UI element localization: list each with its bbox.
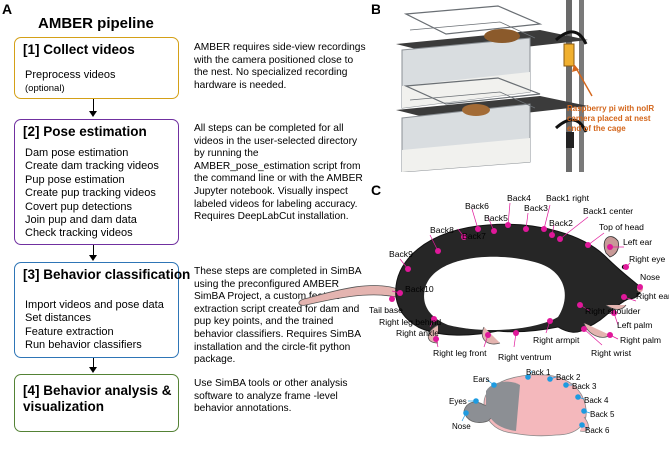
keypoint-label-back3: Back3: [524, 203, 548, 213]
keypoint-dot: [637, 284, 643, 290]
step-3-item: Feature extraction: [25, 325, 114, 338]
camera-arm: [554, 118, 588, 133]
pup-label-back-5: Back 5: [590, 410, 615, 419]
step-2-item: Pup pose estimation: [25, 173, 125, 186]
keypoint-label-right-palm: Right palm: [620, 335, 662, 345]
pup-label-back-4: Back 4: [584, 396, 609, 405]
keypoint-label-right-wrist: Right wrist: [591, 348, 632, 358]
step-3-item: Set distances: [25, 312, 92, 325]
arrow-1-head: [89, 111, 97, 117]
keypoint-label-nose: Nose: [640, 272, 661, 282]
rat-keypoint-diagram: [298, 202, 643, 437]
arrow-2-head: [89, 255, 97, 261]
keypoint-label-right-shoulder: Right shoulder: [585, 306, 641, 316]
keypoint-label-back9: Back9: [389, 249, 413, 259]
pup-label-nose: Nose: [452, 422, 471, 431]
step-1-item: (optional): [25, 83, 65, 95]
keypoint-label-left-palm: Left palm: [617, 320, 653, 330]
step-3-item: Import videos and pose data: [25, 299, 164, 311]
arrow-1: [93, 99, 94, 112]
pup-head: [486, 381, 520, 431]
step-2-items: Dam pose estimation Create dam tracking …: [25, 147, 159, 241]
arrow-3: [93, 358, 94, 368]
camera-label: Raspberry pi with noIR camera placed at …: [567, 104, 655, 133]
pup-label-eyes: Eyes: [449, 397, 467, 406]
dam-belly: [424, 256, 565, 331]
step-2-item: Create dam tracking videos: [25, 160, 159, 173]
pup-label-back-1: Back 1: [526, 368, 551, 377]
step-2-title: [2] Pose estimation: [23, 124, 147, 139]
panel-letter-a: A: [2, 1, 13, 17]
step-4-box: [4] Behavior analysis & visualization: [14, 374, 179, 432]
pup-label-back-3: Back 3: [572, 382, 597, 391]
camera-arm: [554, 30, 588, 45]
keypoint-label-tail-base: Tail base: [369, 305, 403, 315]
step-3-box: [3] Behavior classification Import video…: [14, 262, 190, 358]
panel-letter-c: C: [371, 182, 382, 198]
step-2-description: All steps can be completed for all video…: [194, 123, 363, 223]
keypoint-label-back7: Back7: [462, 231, 486, 241]
keypoint-label-right-ear: Right ear: [636, 291, 669, 301]
keypoint-label-right-leg-behind: Right leg behind: [379, 317, 442, 327]
step-3-items: Import videos and pose data Set distance…: [25, 299, 164, 353]
step-1-title: [1] Collect videos: [23, 42, 135, 57]
rat-tail: [298, 285, 399, 306]
step-1-items: Preprocess videos (optional): [25, 69, 116, 96]
keypoint-label-left-ear: Left ear: [623, 237, 653, 247]
keypoint-label-back5: Back5: [484, 213, 508, 223]
panel-letter-b: B: [371, 1, 382, 17]
paw: [583, 322, 611, 338]
step-2-item: Dam pose estimation: [25, 147, 129, 159]
keypoint-label-right-leg-front: Right leg front: [433, 348, 487, 358]
rack-pole: [566, 0, 572, 172]
step-1-box: [1] Collect videos Preprocess videos (op…: [14, 37, 179, 99]
step-2-item: Covert pup detections: [25, 200, 133, 213]
keypoint-label-right-ventrum: Right ventrum: [498, 352, 552, 362]
pup-label-ears: Ears: [473, 375, 490, 384]
paw: [605, 304, 627, 310]
keypoint-label-back1-center: Back1 center: [583, 206, 634, 216]
keypoint-label-back6: Back6: [465, 201, 489, 211]
cage-photo: [380, 0, 669, 172]
keypoint-label-back10: Back10: [405, 284, 434, 294]
keypoint-label-back4: Back4: [507, 193, 531, 203]
camera-label-arrow: [575, 67, 593, 97]
rack-pole: [579, 0, 584, 172]
pup-label-back-2: Back 2: [556, 373, 581, 382]
pup-diagram: [463, 374, 589, 437]
camera-icon: [563, 43, 575, 67]
step-2-item: Check tracking videos: [25, 227, 133, 240]
keypoint-label-back2: Back2: [549, 218, 573, 228]
keypoint-label-back8: Back8: [430, 225, 454, 235]
keypoint-label-right-eye: Right eye: [629, 254, 666, 264]
step-4-description: Use SimBA tools or other analysis softwa…: [194, 378, 348, 415]
keypoint-label-top-of-head: Top of head: [599, 222, 644, 232]
rat-in-cage: [462, 104, 490, 116]
pipeline-title: AMBER pipeline: [38, 15, 154, 32]
step-2-item: Join pup and dam data: [25, 214, 137, 227]
wire-lid: [403, 5, 543, 35]
rat-in-cage: [484, 29, 520, 43]
step-2-box: [2] Pose estimation Dam pose estimation …: [14, 119, 179, 245]
step-4-title: [4] Behavior analysis & visualization: [23, 383, 172, 414]
pup-keypoint-leaders: [461, 370, 591, 430]
arrow-3-head: [89, 367, 97, 373]
keypoint-label-right-ankle: Right ankle: [396, 328, 439, 338]
keypoint-label-back1-right: Back1 right: [546, 193, 589, 203]
step-1-item: Preprocess videos: [25, 69, 116, 81]
bedding: [402, 138, 530, 172]
pup-label-back-6: Back 6: [585, 426, 610, 435]
step-1-description: AMBER requires side-view recordings with…: [194, 42, 366, 91]
step-3-description: These steps are completed in SimBA using…: [194, 266, 362, 366]
arrow-2: [93, 245, 94, 256]
keypoint-label-right-armpit: Right armpit: [533, 335, 580, 345]
step-3-item: Run behavior classifiers: [25, 339, 142, 352]
keypoint-dot: [389, 296, 395, 302]
camera-icon: [566, 132, 574, 148]
step-3-title: [3] Behavior classification: [23, 267, 191, 282]
step-2-item: Create pup tracking videos: [25, 187, 156, 200]
dam-keypoint-leaders: [391, 202, 637, 348]
